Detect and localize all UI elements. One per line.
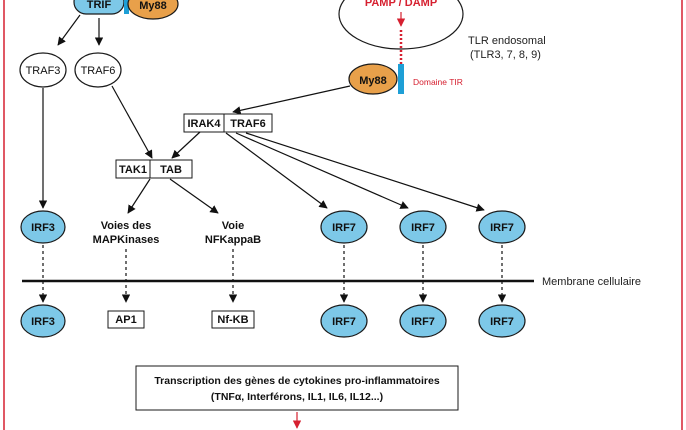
arrow-tak1-nfkb	[169, 178, 219, 214]
traf6-left-label: TRAF6	[81, 65, 116, 77]
voies-map-label-1: Voies des	[101, 220, 152, 232]
voie-nfk-label-1: Voie	[222, 220, 244, 232]
irf3-lower-node: IRF3	[20, 304, 66, 338]
arrow-irak4-tak1	[171, 131, 201, 159]
irak4-traf6-complex: IRAK4 TRAF6	[183, 113, 273, 133]
arrow-my88-irak4	[232, 85, 351, 115]
voie-nfk-label-2: NFKappaB	[205, 234, 261, 246]
domaine-tir-label: Domaine TIR	[413, 77, 463, 87]
tak1-tab-complex: TAK1 TAB	[115, 159, 193, 179]
trif-label: TRIF	[87, 0, 112, 11]
arrow-traf6-tak1	[111, 85, 153, 159]
trif-node: TRIF	[73, 0, 125, 15]
nfkb-label: Nf-KB	[217, 314, 248, 326]
traf6-left-node: TRAF6	[74, 52, 122, 88]
irf7-lower-node-3: IRF7	[478, 304, 526, 338]
tlr-endosomal-types-label: (TLR3, 7, 8, 9)	[470, 49, 541, 61]
nfkb-box: Nf-KB	[211, 310, 255, 329]
tak1-label: TAK1	[119, 164, 147, 176]
transcription-box: Transcription des gènes de cytokines pro…	[135, 365, 459, 411]
my88-top-label: My88	[139, 0, 167, 12]
membrane-label: Membrane cellulaire	[542, 276, 641, 288]
traf3-node: TRAF3	[19, 52, 67, 88]
arrow-irak4-irf7-3	[245, 132, 485, 212]
irf7-lower-label-2: IRF7	[411, 316, 435, 328]
irf7-lower-label-3: IRF7	[490, 316, 514, 328]
ap1-box: AP1	[107, 310, 145, 329]
arrow-irak4-irf7-2	[235, 132, 409, 209]
irf7-lower-node-1: IRF7	[320, 304, 368, 338]
my88-top-node: My88	[127, 0, 179, 20]
irak4-label: IRAK4	[187, 118, 221, 130]
irf7-lower-label-1: IRF7	[332, 316, 356, 328]
my88-right-node: My88	[348, 63, 398, 95]
my88-right-label: My88	[359, 75, 387, 87]
irf3-upper-label: IRF3	[31, 222, 55, 234]
tlr-endosomal-label: TLR endosomal	[468, 35, 546, 47]
irf7-upper-node-2: IRF7	[399, 210, 447, 244]
traf3-label: TRAF3	[26, 65, 61, 77]
voies-map-label-2: MAPKinases	[93, 234, 160, 246]
tir-domain-bar	[398, 64, 404, 94]
tab-label: TAB	[160, 164, 182, 176]
irf3-upper-node: IRF3	[20, 210, 66, 244]
traf6-box-label: TRAF6	[230, 118, 265, 130]
irf7-upper-label-3: IRF7	[490, 222, 514, 234]
arrow-irak4-irf7-1	[225, 132, 328, 209]
irf7-upper-label-2: IRF7	[411, 222, 435, 234]
irf7-upper-node-1: IRF7	[320, 210, 368, 244]
irf7-lower-node-2: IRF7	[399, 304, 447, 338]
irf7-upper-node-3: IRF7	[478, 210, 526, 244]
arrow-trif-traf3	[57, 14, 81, 46]
arrow-tak1-mapk	[127, 178, 151, 214]
transcription-label-2: (TNFα, Interférons, IL1, IL6, IL12...)	[211, 391, 383, 403]
transcription-label-1: Transcription des gènes de cytokines pro…	[154, 375, 439, 387]
ap1-label: AP1	[115, 314, 136, 326]
trif-tir-bar	[124, 0, 129, 14]
pamp-damp-label: PAMP / DAMP	[365, 0, 437, 9]
irf7-upper-label-1: IRF7	[332, 222, 356, 234]
irf3-lower-label: IRF3	[31, 316, 55, 328]
